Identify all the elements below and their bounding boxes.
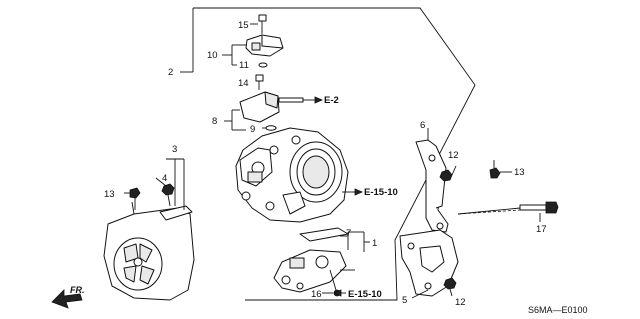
nut-4 <box>155 177 175 207</box>
bracket-6 <box>415 128 449 233</box>
callout-5: 5 <box>402 295 407 306</box>
ref-e1510-upper: E-15-10 <box>364 187 398 198</box>
callout-11: 11 <box>239 60 249 71</box>
o-ring-9 <box>265 125 277 131</box>
bracket-5 <box>399 229 459 299</box>
diagram-code: S6MA—E0100 <box>528 305 588 315</box>
callout-12-lower: 12 <box>455 297 466 308</box>
callout-8: 8 <box>212 116 217 127</box>
ref-e1510-lower: E-15-10 <box>348 289 382 300</box>
callout-7: 7 <box>346 228 351 239</box>
callout-1: 1 <box>372 238 377 249</box>
callout-3: 3 <box>172 144 177 155</box>
callout-17: 17 <box>536 224 547 235</box>
front-label: FR. <box>70 285 85 295</box>
callout-13-left: 13 <box>104 189 115 200</box>
tp-sensor-8 <box>224 91 324 131</box>
front-direction-arrow <box>51 289 83 309</box>
callout-12-upper: 12 <box>448 150 459 161</box>
bolt-15 <box>250 14 267 34</box>
gasket-7 <box>299 227 349 250</box>
bolt-12-upper <box>439 165 457 182</box>
o-ring-11 <box>258 62 268 68</box>
throttle-body <box>235 127 364 223</box>
callout-15: 15 <box>238 20 249 31</box>
bolt-13-right <box>489 160 512 179</box>
callout-16: 16 <box>311 289 322 300</box>
callout-2: 2 <box>168 67 173 78</box>
callout-4: 4 <box>162 173 167 184</box>
iac-valve <box>273 249 355 293</box>
ref-line <box>457 209 521 215</box>
ref-e2: E-2 <box>324 95 339 106</box>
callout-6: 6 <box>420 120 425 131</box>
bolt-14 <box>255 74 264 90</box>
callout-10: 10 <box>207 50 218 61</box>
callout-9: 9 <box>250 124 255 135</box>
bolt-16 <box>322 269 346 297</box>
map-sensor-10 <box>222 34 284 66</box>
bolt-12-lower <box>443 277 457 297</box>
bolt-13-left <box>124 187 141 210</box>
bolt-17 <box>457 201 559 222</box>
throttle-cover-3 <box>103 201 195 301</box>
callout-14: 14 <box>238 78 249 89</box>
callout-13-right: 13 <box>514 167 525 178</box>
